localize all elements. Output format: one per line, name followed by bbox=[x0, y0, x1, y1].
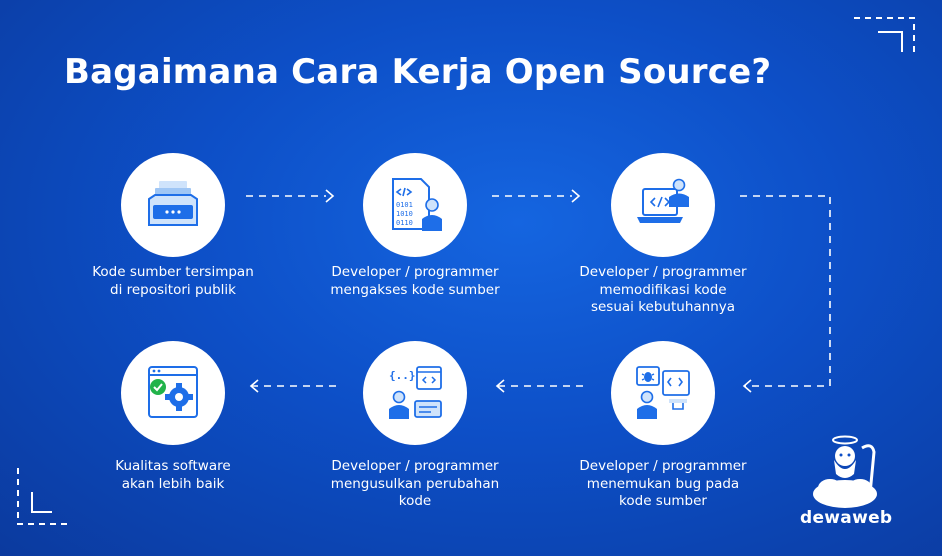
step-6-circle bbox=[121, 341, 225, 445]
connector-3-4 bbox=[740, 195, 831, 387]
step-2-circle: 0101 1010 0110 bbox=[363, 153, 467, 257]
page-title: Bagaimana Cara Kerja Open Source? bbox=[64, 52, 772, 92]
svg-text:0101: 0101 bbox=[396, 201, 413, 209]
step-4-circle bbox=[611, 341, 715, 445]
developer-laptop-icon bbox=[637, 178, 689, 223]
dewaweb-mascot-logo bbox=[813, 435, 877, 508]
svg-text:0110: 0110 bbox=[396, 219, 413, 227]
step-3-circle bbox=[611, 153, 715, 257]
bug-report-icon bbox=[636, 366, 690, 419]
step-1-circle bbox=[121, 153, 225, 257]
arrowhead-2-3 bbox=[571, 189, 581, 203]
arrowhead-4-5 bbox=[495, 379, 505, 393]
corner-decoration-bottom-left bbox=[17, 468, 72, 525]
code-proposal-icon: {..} bbox=[389, 366, 442, 419]
arrowhead-3-4 bbox=[742, 379, 752, 393]
corner-decoration-top-right bbox=[854, 17, 915, 56]
arrowhead-5-6 bbox=[249, 379, 259, 393]
svg-text:{..}: {..} bbox=[389, 369, 416, 382]
step-5-circle: {..} bbox=[363, 341, 467, 445]
brand-name: dewaweb bbox=[800, 508, 893, 528]
svg-text:1010: 1010 bbox=[396, 210, 413, 218]
software-quality-icon bbox=[148, 366, 198, 418]
developer-code-icon: 0101 1010 0110 bbox=[392, 178, 442, 231]
repository-icon bbox=[148, 181, 198, 226]
arrowhead-1-2 bbox=[325, 189, 335, 203]
